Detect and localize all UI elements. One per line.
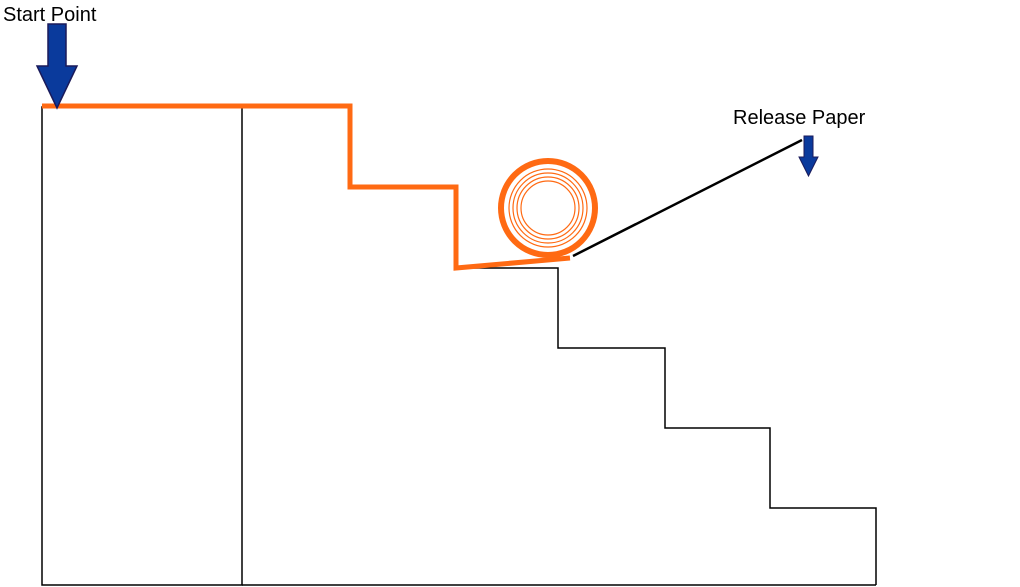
landing-block bbox=[42, 107, 242, 585]
membrane-roll-icon bbox=[501, 161, 595, 255]
release-paper-line bbox=[573, 140, 802, 256]
start-point-arrow-icon bbox=[37, 24, 77, 108]
staircase-outline bbox=[455, 268, 876, 585]
start-point-label: Start Point bbox=[3, 4, 97, 26]
release-paper-label: Release Paper bbox=[733, 107, 866, 129]
membrane-path bbox=[42, 106, 570, 268]
release-paper-arrow-icon bbox=[799, 136, 818, 176]
